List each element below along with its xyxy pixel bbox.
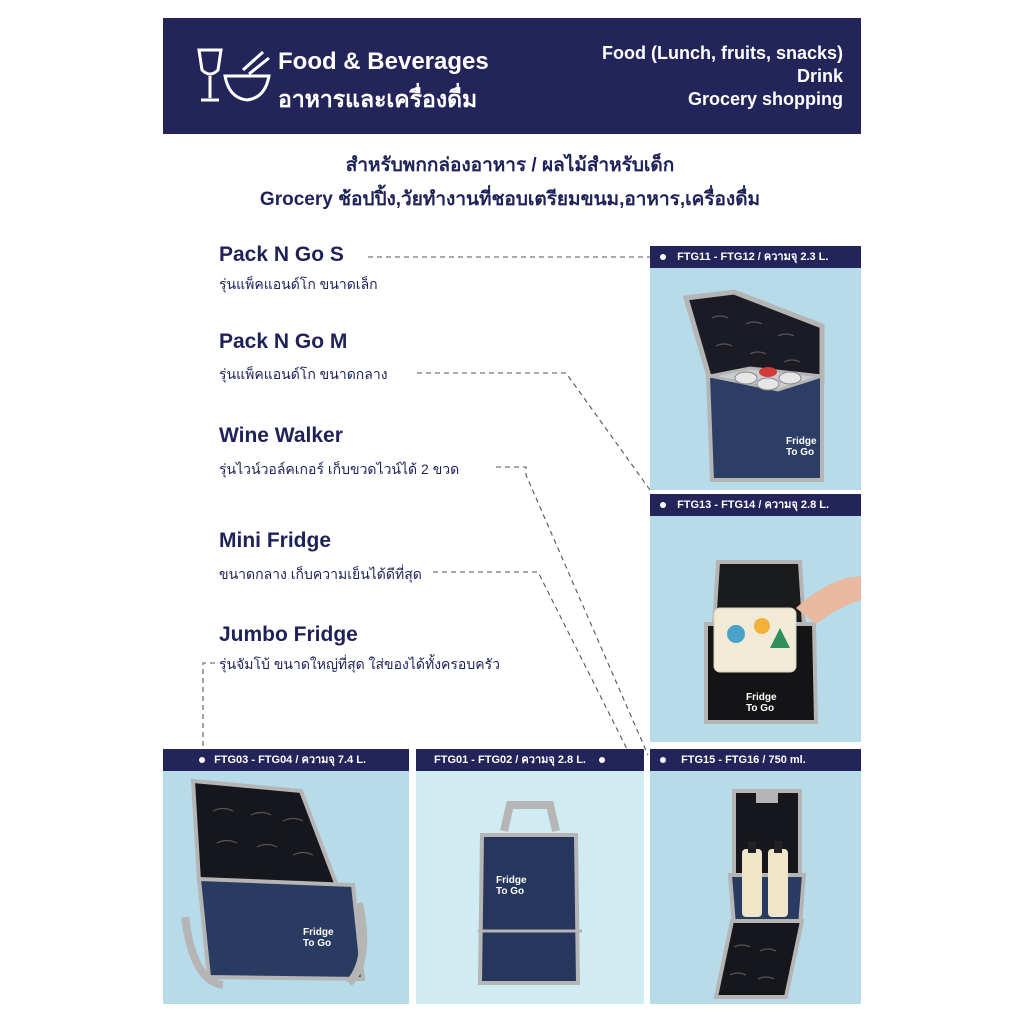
svg-text:Fridge: Fridge (746, 692, 777, 703)
svg-text:To Go: To Go (496, 886, 524, 897)
photo-pack-n-go-s: Fridge To Go (650, 268, 861, 490)
brand-logo: Fridge To Go (496, 875, 527, 897)
category-food: Food (Lunch, fruits, snacks) (601, 43, 843, 63)
category-drink: Drink (796, 66, 843, 86)
tag-ftg01: FTG01 - FTG02 / ความจุ 2.8 L. (416, 749, 644, 771)
svg-text:Fridge: Fridge (786, 436, 817, 447)
product-name-pack-n-go-m: Pack N Go M (219, 330, 348, 353)
svg-text:Fridge: Fridge (496, 875, 527, 886)
tag-dot-icon (660, 757, 666, 764)
leader-jumbo-fridge (202, 662, 215, 755)
svg-text:To Go: To Go (746, 703, 774, 714)
brand-logo: Fridge To Go (786, 436, 817, 458)
header-title-th: อาหารและเครื่องดื่ม (278, 86, 478, 112)
header-title-en: Food & Beverages (278, 48, 489, 75)
product-name-wine-walker: Wine Walker (219, 424, 343, 447)
header-banner: Food & Beverages อาหารและเครื่องดื่ม Foo… (163, 18, 861, 134)
intro-line-1: สำหรับพกกล่องอาหาร / ผลไม้สำหรับเด็ก (345, 155, 675, 176)
tag-dot-icon (199, 757, 205, 764)
photo-pack-n-go-m: Fridge To Go (650, 516, 861, 742)
product-name-jumbo-fridge: Jumbo Fridge (219, 623, 358, 646)
photo-jumbo-fridge: Fridge To Go (163, 771, 409, 1004)
photo-mini-fridge: Fridge To Go (416, 771, 644, 1004)
product-desc-jumbo-fridge: รุ่นจัมโบ้ ขนาดใหญ่ที่สุด ใส่ของได้ทั้งค… (219, 656, 500, 672)
product-name-pack-n-go-s: Pack N Go S (219, 243, 344, 266)
tag-dot-icon (660, 502, 666, 509)
photo-wine-walker (650, 771, 861, 1004)
tag-dot-icon (599, 757, 606, 764)
leader-wine-walker (496, 466, 649, 756)
product-desc-pack-n-go-s: รุ่นแพ็คแอนด์โก ขนาดเล็ก (219, 276, 378, 292)
product-desc-wine-walker: รุ่นไวน์วอล์คเกอร์ เก็บขวดไวน์ได้ 2 ขวด (219, 461, 460, 477)
svg-text:To Go: To Go (303, 938, 331, 949)
brand-logo: Fridge To Go (303, 927, 334, 949)
product-desc-mini-fridge: ขนาดกลาง เก็บความเย็นได้ดีที่สุด (219, 566, 422, 582)
svg-text:To Go: To Go (786, 447, 814, 458)
intro-line-2: Grocery ช้อปปิ้ง,วัยทำงานที่ชอบเตรียมขนม… (259, 189, 761, 210)
tag-ftg03: FTG03 - FTG04 / ความจุ 7.4 L. (163, 749, 409, 771)
tag-ftg11: FTG11 - FTG12 / ความจุ 2.3 L. (650, 246, 861, 268)
product-name-mini-fridge: Mini Fridge (219, 529, 331, 552)
wine-glass-bowl-icon (193, 48, 271, 108)
brand-logo: Fridge To Go (746, 692, 777, 714)
product-desc-pack-n-go-m: รุ่นแพ็คแอนด์โก ขนาดกลาง (219, 366, 388, 382)
category-grocery: Grocery shopping (687, 89, 843, 109)
tag-ftg15: FTG15 - FTG16 / 750 ml. (650, 749, 861, 771)
svg-text:Fridge: Fridge (303, 927, 334, 938)
tag-dot-icon (660, 254, 666, 261)
tag-ftg13: FTG13 - FTG14 / ความจุ 2.8 L. (650, 494, 861, 516)
